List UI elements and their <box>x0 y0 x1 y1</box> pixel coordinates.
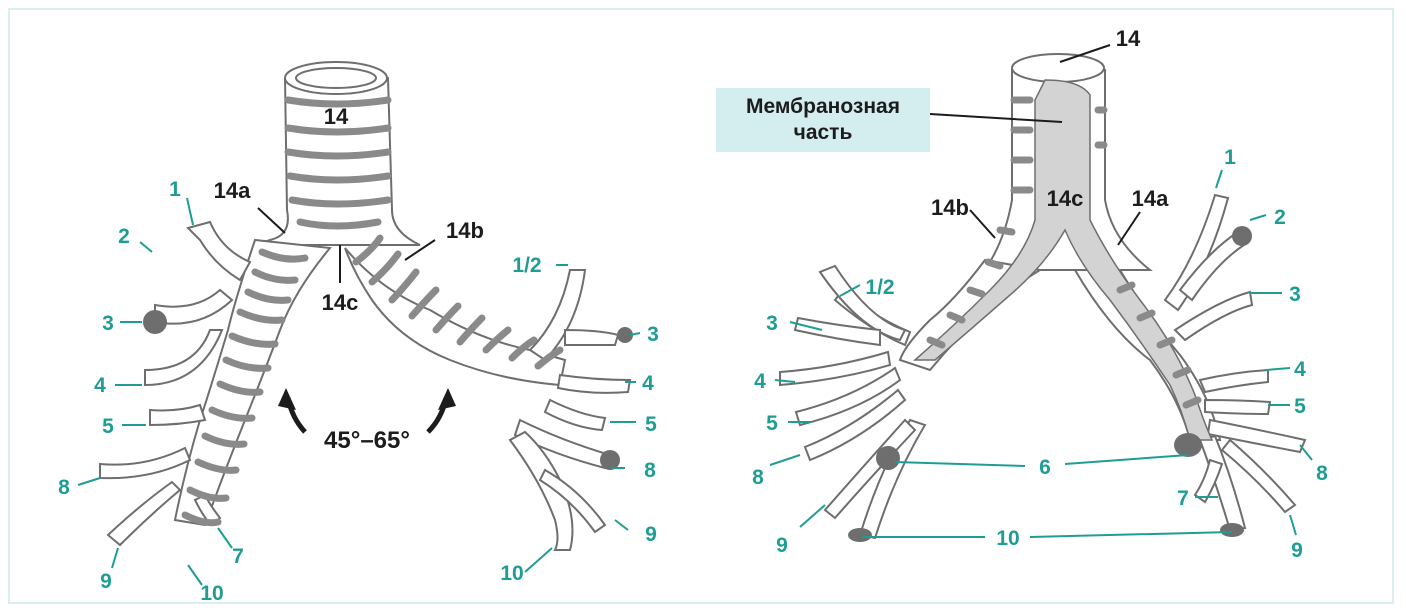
label-seg-r-8b: 8 <box>1316 462 1328 485</box>
label-trachea-left: 14 <box>324 104 349 129</box>
membranous-part-callout: Мембранозная часть <box>716 88 930 152</box>
label-seg-r-3b: 3 <box>1289 283 1301 306</box>
label-seg-l-7: 7 <box>232 545 244 568</box>
label-seg-r-7b: 7 <box>1177 487 1189 510</box>
label-trachea-right: 14 <box>1116 26 1141 51</box>
label-carina-right: 14c <box>1047 186 1084 211</box>
label-seg-r-3: 3 <box>766 312 778 335</box>
label-carina-left: 14c <box>322 290 359 315</box>
label-seg-l-8: 8 <box>58 476 70 499</box>
label-seg-l-9b: 9 <box>645 523 657 546</box>
label-seg-r-4: 4 <box>754 370 766 393</box>
label-seg-r-9: 9 <box>776 534 788 557</box>
label-seg-10: 10 <box>996 527 1019 550</box>
label-seg-l-4b: 4 <box>642 372 654 395</box>
label-seg-r-1-2: 1/2 <box>865 276 894 299</box>
label-seg-l-5: 5 <box>102 415 114 438</box>
callout-line-1: Мембранозная <box>746 94 900 120</box>
label-seg-l-8b: 8 <box>644 459 656 482</box>
label-angle: 45°–65° <box>324 427 410 454</box>
label-seg-r-1b: 1 <box>1224 146 1236 169</box>
label-seg-l-4: 4 <box>94 374 106 397</box>
label-seg-r-8: 8 <box>752 466 764 489</box>
label-seg-l-10b: 10 <box>500 562 523 585</box>
label-seg-l-9: 9 <box>100 570 112 593</box>
label-seg-l-1: 1 <box>169 178 181 201</box>
label-seg-l-3: 3 <box>102 312 114 335</box>
label-seg-l-10: 10 <box>200 582 223 605</box>
label-seg-r-5b: 5 <box>1294 395 1306 418</box>
label-seg-r-5: 5 <box>766 412 778 435</box>
label-seg-r-4b: 4 <box>1294 358 1306 381</box>
label-seg-6: 6 <box>1039 456 1051 479</box>
label-seg-r-2b: 2 <box>1274 206 1286 229</box>
label-left-main-bronchus-left: 14b <box>446 218 484 243</box>
callout-line-2: часть <box>794 120 853 146</box>
label-seg-l-3b: 3 <box>647 323 659 346</box>
label-left-main-bronchus-right: 14b <box>931 195 969 220</box>
label-right-main-bronchus-right: 14a <box>1132 186 1169 211</box>
left-bronchial-tree <box>100 62 630 550</box>
label-seg-l-5b: 5 <box>645 413 657 436</box>
label-seg-l-2: 2 <box>118 225 130 248</box>
label-seg-l-1-2: 1/2 <box>512 254 541 277</box>
label-right-main-bronchus-left: 14a <box>214 178 251 203</box>
angle-arrowheads <box>278 388 456 410</box>
label-seg-r-9b: 9 <box>1291 539 1303 562</box>
